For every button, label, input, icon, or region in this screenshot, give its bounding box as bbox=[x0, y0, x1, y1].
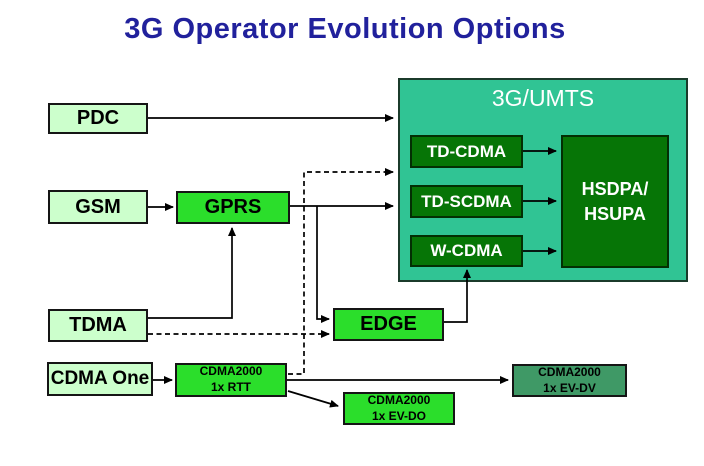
connector-rtt-to-umts-dashed bbox=[288, 168, 394, 375]
node-w-cdma-label: W-CDMA bbox=[430, 241, 503, 260]
node-gsm: GSM bbox=[48, 190, 148, 224]
node-cdma2000-1x-ev-dv: CDMA2000 1x EV-DV bbox=[512, 364, 627, 397]
node-hsdpa-hsupa: HSDPA/ HSUPA bbox=[561, 135, 669, 268]
node-w-cdma: W-CDMA bbox=[410, 235, 523, 267]
connector-rtt-to-ev-do bbox=[287, 390, 339, 408]
node-cdma2000-1x-rtt-line2: 1x RTT bbox=[210, 380, 251, 394]
group-3g-umts: 3G/UMTS TD-CDMA TD-SCDMA W-CDMA HSDPA/ H… bbox=[398, 78, 688, 282]
slide-title: 3G Operator Evolution Options bbox=[124, 13, 566, 45]
node-td-cdma: TD-CDMA bbox=[410, 135, 523, 168]
node-td-cdma-label: TD-CDMA bbox=[426, 141, 507, 161]
node-td-scdma-label: TD-SCDMA bbox=[421, 191, 512, 211]
node-gsm-label: GSM bbox=[75, 195, 121, 218]
node-pdc-label: PDC bbox=[76, 107, 120, 129]
connector-tdma-to-gprs bbox=[148, 227, 236, 319]
node-cdma2000-1x-ev-dv-line2: 1x EV-DV bbox=[543, 380, 596, 395]
node-pdc: PDC bbox=[48, 103, 148, 134]
node-gprs: GPRS bbox=[176, 191, 290, 224]
node-gprs-label: GPRS bbox=[204, 196, 262, 218]
node-cdma-one-label: CDMA One bbox=[50, 368, 150, 389]
node-cdma2000-1x-ev-do-line2: 1x EV-DO bbox=[371, 408, 427, 423]
group-3g-umts-label: 3G/UMTS bbox=[491, 85, 595, 111]
node-edge-label: EDGE bbox=[360, 313, 417, 335]
node-cdma2000-1x-ev-dv-line1: CDMA2000 bbox=[538, 364, 601, 379]
node-hsdpa-hsupa-line2: HSUPA bbox=[584, 203, 646, 224]
node-cdma2000-1x-rtt-line1: CDMA2000 bbox=[199, 364, 263, 379]
node-tdma: TDMA bbox=[48, 309, 148, 342]
node-cdma2000-1x-rtt: CDMA2000 1x RTT bbox=[175, 363, 287, 397]
node-td-scdma: TD-SCDMA bbox=[410, 185, 523, 218]
node-hsdpa-hsupa-line1: HSDPA/ bbox=[581, 179, 649, 200]
node-cdma2000-1x-ev-do-line1: CDMA2000 bbox=[367, 392, 431, 407]
node-cdma-one: CDMA One bbox=[47, 362, 153, 396]
node-cdma2000-1x-ev-do: CDMA2000 1x EV-DO bbox=[343, 392, 455, 425]
node-tdma-label: TDMA bbox=[69, 314, 127, 336]
connector-gprs-to-edge bbox=[316, 206, 330, 323]
node-edge: EDGE bbox=[333, 308, 444, 341]
